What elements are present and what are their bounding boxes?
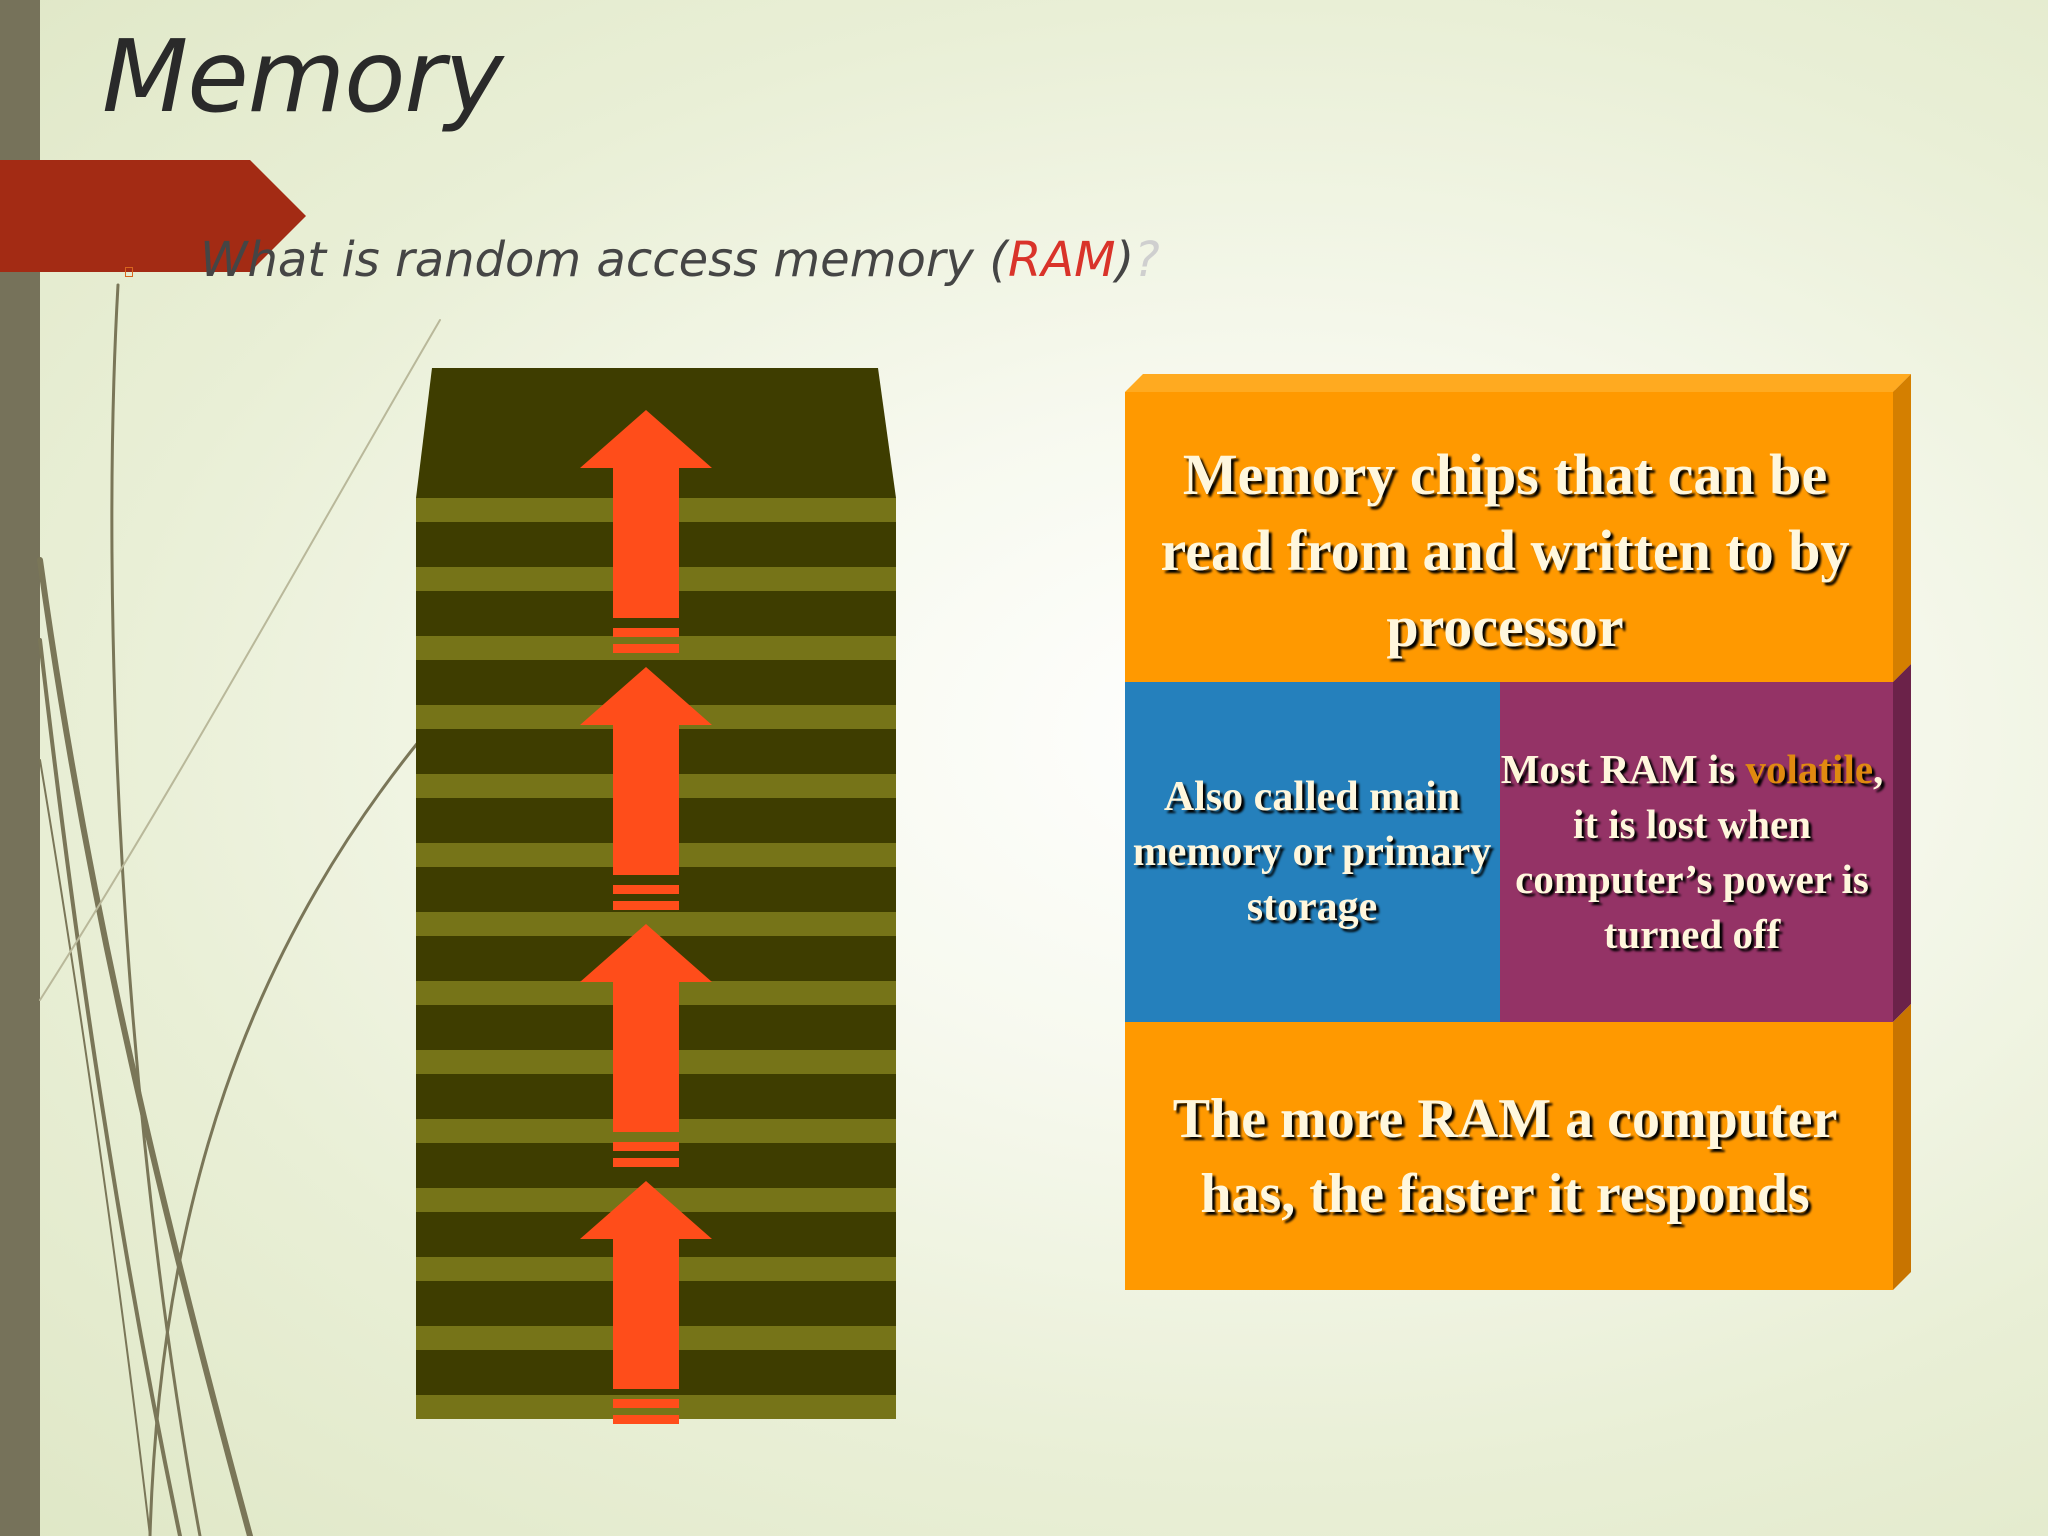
chip-band: [416, 912, 896, 936]
info-text-bottom: The more RAM a computer has, the faster …: [1172, 1088, 1838, 1225]
up-arrow-icon: [580, 667, 712, 875]
subtitle-ram: RAM: [1007, 232, 1116, 288]
info-text-volatile: volatile: [1745, 746, 1874, 792]
subtitle: What is random access memory (RAM)?: [200, 232, 1160, 288]
arrow-stripe: [613, 644, 679, 653]
arrow-stripe: [613, 1399, 679, 1408]
subtitle-suffix: ): [1115, 232, 1135, 288]
up-arrow-icon: [580, 410, 712, 618]
info-text-top: Memory chips that can be read from and w…: [1160, 442, 1850, 659]
subtitle-question-mark: ?: [1134, 232, 1160, 288]
arrow-stripe: [613, 885, 679, 894]
bullet-icon: [125, 267, 133, 277]
up-arrow-icon: [580, 924, 712, 1132]
arrow-stripe: [613, 1142, 679, 1151]
info-text-right-prefix: Most RAM is: [1500, 746, 1746, 792]
arrow-stripe: [613, 1415, 679, 1424]
info-text-left: Also called main memory or primary stora…: [1132, 773, 1492, 930]
subtitle-prefix: What is random access memory (: [200, 232, 1008, 288]
arrow-stripe: [613, 901, 679, 910]
arrow-stripe: [613, 628, 679, 637]
info-text-right-suffix: , it is lost when computer’s power is tu…: [1515, 746, 1884, 957]
arrow-stripe: [613, 1158, 679, 1167]
page-title: Memory: [102, 18, 504, 135]
title-ribbon: [0, 160, 306, 272]
info-text-right: Most RAM is volatile, it is lost when co…: [1500, 682, 1884, 1022]
up-arrow-icon: [580, 1181, 712, 1389]
